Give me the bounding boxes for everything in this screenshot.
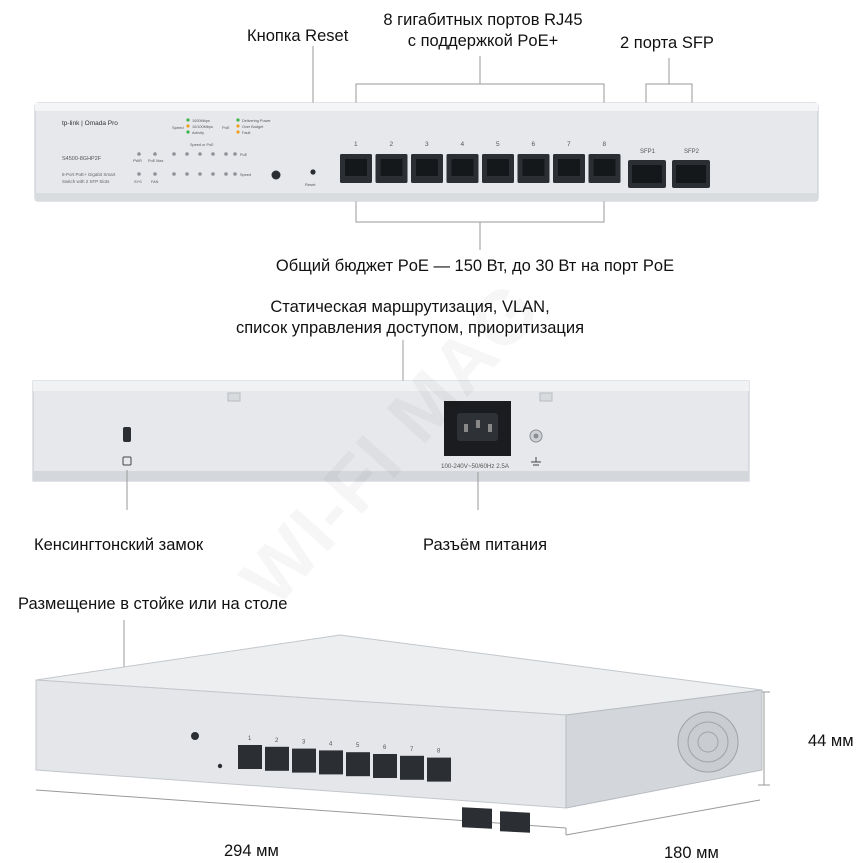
caption-rj45-ports-line2: с поддержкой PoE+ bbox=[407, 32, 559, 50]
port-number-label: 7 bbox=[567, 141, 571, 148]
port-number-label-perspective: 1 bbox=[248, 736, 252, 742]
port-number-label: 2 bbox=[390, 141, 394, 148]
description-line2: Switch with 2 SFP Slots bbox=[62, 179, 110, 184]
description-line1: 8-Port PoE+ Gigabit Smart bbox=[62, 172, 116, 177]
caption-width: 294 мм bbox=[224, 842, 279, 860]
port-number-label-perspective: 6 bbox=[383, 745, 387, 751]
rj45-port-perspective bbox=[292, 748, 316, 773]
port-number-label: 8 bbox=[603, 141, 607, 148]
kensington-slot bbox=[123, 427, 131, 442]
svg-text:Speed: Speed bbox=[172, 125, 184, 130]
svg-text:Speed: Speed bbox=[240, 173, 251, 177]
svg-text:Activity: Activity bbox=[192, 131, 204, 135]
svg-text:Delivering Power: Delivering Power bbox=[242, 119, 271, 123]
svg-text:FAN: FAN bbox=[151, 180, 159, 184]
svg-text:Over Budget: Over Budget bbox=[242, 125, 264, 129]
port-number-label-perspective: 5 bbox=[356, 743, 360, 749]
caption-height: 44 мм bbox=[808, 732, 854, 750]
caption-power-connector: Разъём питания bbox=[423, 536, 548, 554]
port-number-label-perspective: 8 bbox=[437, 749, 441, 755]
port-number-label-perspective: 7 bbox=[410, 747, 414, 753]
svg-text:PWR: PWR bbox=[133, 159, 142, 163]
rj45-port-perspective bbox=[238, 745, 262, 769]
port-number-label: 1 bbox=[354, 141, 358, 148]
brand-logo: tp-link | Omada Pro bbox=[62, 120, 118, 127]
svg-text:PoE: PoE bbox=[222, 125, 230, 130]
svg-text:PoE: PoE bbox=[240, 153, 248, 157]
caption-sfp-ports: 2 порта SFP bbox=[620, 34, 714, 52]
rj45-port-perspective bbox=[400, 755, 424, 780]
svg-text:Reset: Reset bbox=[305, 182, 316, 187]
rj45-port-perspective bbox=[319, 750, 343, 775]
caption-rj45-ports-line1: 8 гигабитных портов RJ45 bbox=[383, 11, 583, 29]
switch-rear-view: 100-240V~50/60Hz 2.5A bbox=[32, 340, 750, 510]
rj45-port-perspective bbox=[346, 752, 370, 777]
svg-text:1000Mbps: 1000Mbps bbox=[192, 119, 210, 123]
svg-text:Fault: Fault bbox=[242, 131, 251, 135]
svg-text:Speed or PoE: Speed or PoE bbox=[190, 143, 214, 147]
rj45-port-perspective bbox=[265, 746, 289, 771]
svg-text:10/100Mbps: 10/100Mbps bbox=[192, 125, 213, 129]
model-label: S4500-8GHP2F bbox=[62, 156, 102, 162]
rj45-port-perspective bbox=[427, 757, 451, 782]
caption-poe-budget: Общий бюджет PoE — 150 Вт, до 30 Вт на п… bbox=[275, 257, 675, 275]
svg-text:PoE Max: PoE Max bbox=[148, 159, 164, 163]
port-number-label: 3 bbox=[425, 141, 429, 148]
svg-text:SYS: SYS bbox=[134, 180, 142, 184]
reset-pinhole bbox=[310, 169, 316, 175]
caption-features-line2: список управления доступом, приоритизаци… bbox=[235, 319, 585, 337]
switch-perspective-view: 1 2 3 4 5 6 7 8 bbox=[35, 620, 770, 836]
rj45-port-perspective bbox=[373, 754, 397, 778]
caption-kensington-lock: Кенсингтонский замок bbox=[34, 536, 204, 554]
caption-depth: 180 мм bbox=[664, 844, 719, 862]
svg-text:SFP1: SFP1 bbox=[640, 149, 656, 155]
port-number-label: 5 bbox=[496, 141, 500, 148]
port-number-label: 4 bbox=[461, 141, 465, 148]
port-number-label-perspective: 2 bbox=[275, 738, 279, 744]
svg-text:SFP2: SFP2 bbox=[684, 149, 700, 155]
port-number-label-perspective: 4 bbox=[329, 741, 333, 747]
port-number-label: 6 bbox=[532, 141, 536, 148]
svg-text:100-240V~50/60Hz 2.5A: 100-240V~50/60Hz 2.5A bbox=[441, 463, 510, 470]
caption-features-line1: Статическая маршрутизация, VLAN, bbox=[270, 298, 550, 316]
caption-reset-button: Кнопка Reset bbox=[247, 27, 349, 45]
port-number-label-perspective: 3 bbox=[302, 740, 306, 746]
caption-mounting: Размещение в стойке или на столе bbox=[18, 595, 288, 613]
switch-front-view: tp-link | Omada Pro S4500-8GHP2F 8-Port … bbox=[34, 46, 819, 250]
